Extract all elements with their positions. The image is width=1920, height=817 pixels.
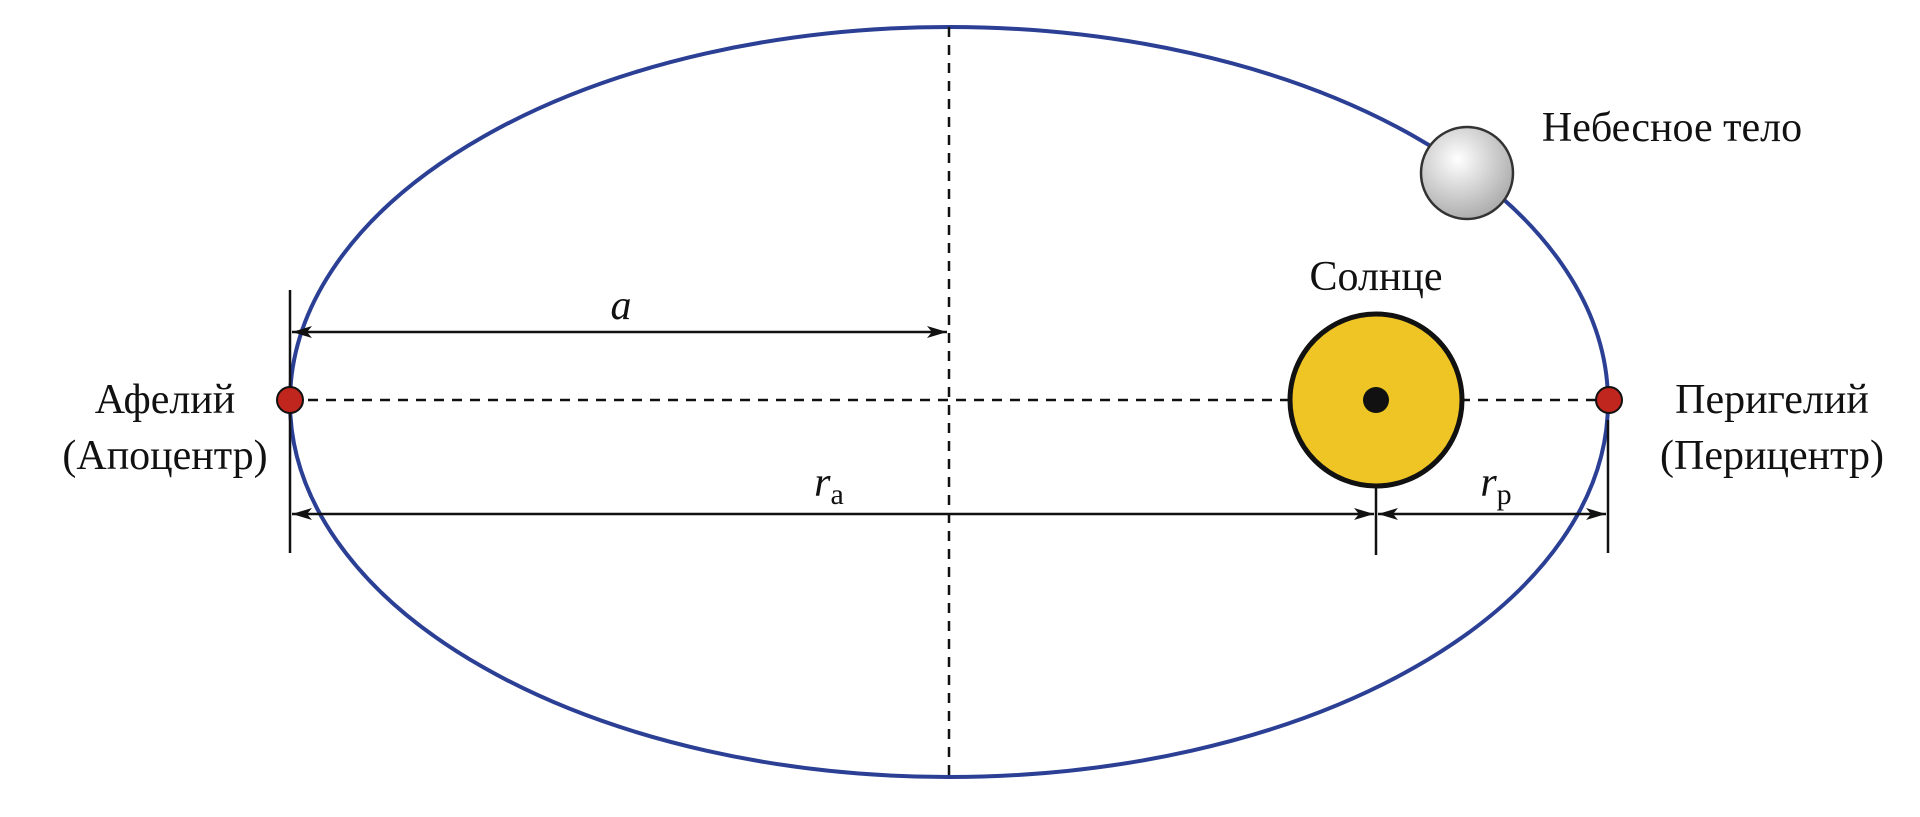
rp-main: r xyxy=(1480,460,1497,506)
sun-center-dot xyxy=(1363,387,1389,413)
rp-subscript: p xyxy=(1496,478,1512,511)
rp-label: rp xyxy=(1480,462,1511,510)
ra-main: r xyxy=(814,460,831,506)
perihelion-point xyxy=(1595,386,1623,414)
ra-subscript: a xyxy=(830,478,844,511)
perihelion-label: Перигелий xyxy=(1675,377,1869,423)
aphelion-label: Афелий xyxy=(94,377,236,423)
sun-label: Солнце xyxy=(1309,254,1443,300)
ra-label: ra xyxy=(814,462,844,510)
semi-major-label: a xyxy=(610,283,632,329)
aphelion-point xyxy=(276,386,304,414)
apocenter-label: (Апоцентр) xyxy=(62,433,268,479)
celestial-body xyxy=(1419,125,1515,221)
pericenter-label: (Перицентр) xyxy=(1660,433,1884,479)
celestial-body-label: Небесное тело xyxy=(1541,105,1803,151)
